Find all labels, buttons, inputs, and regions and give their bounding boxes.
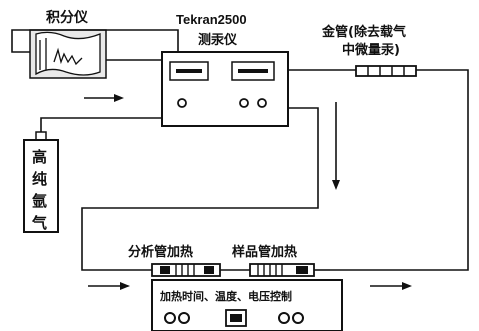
knob-icon (278, 312, 304, 324)
sample-heat-label: 样品管加热 (232, 244, 297, 260)
display-window-icon (225, 309, 247, 327)
controller-label: 加热时间、温度、电压控制 (159, 289, 292, 303)
controller-box (151, 279, 343, 331)
arrow-icon (88, 282, 130, 290)
argon-label-char: 高 (32, 148, 47, 166)
gold-tube (355, 65, 417, 77)
gold-return-line (330, 69, 469, 271)
knob-icon (257, 98, 267, 108)
arrow-icon (370, 282, 412, 290)
integrator-chart (29, 29, 107, 79)
analyzer-model-label: Tekran2500 (176, 12, 247, 27)
analysis-tube (151, 263, 221, 277)
integrator-label: 积分仪 (46, 9, 89, 26)
analyzer-name-label: 测汞仪 (198, 32, 238, 48)
knob-icon (164, 312, 190, 324)
knob-icon (177, 98, 187, 108)
integrator-signal-line (11, 29, 179, 53)
sample-tube (249, 263, 315, 277)
analyzer-box (161, 51, 289, 127)
argon-label-char: 氩 (32, 192, 47, 210)
arrow-icon (332, 102, 340, 190)
analyzer-outlet-line (81, 107, 319, 271)
gold-tube-label-line2: 中微量汞) (342, 42, 400, 58)
argon-flow-line (40, 117, 162, 132)
arrow-icon (84, 94, 124, 102)
argon-label-char: 气 (31, 214, 47, 232)
gold-tube-label-line1: 金管(除去载气 (321, 24, 406, 40)
argon-label-char: 纯 (32, 170, 47, 188)
knob-icon (239, 98, 249, 108)
analysis-heat-label: 分析管加热 (128, 244, 193, 260)
